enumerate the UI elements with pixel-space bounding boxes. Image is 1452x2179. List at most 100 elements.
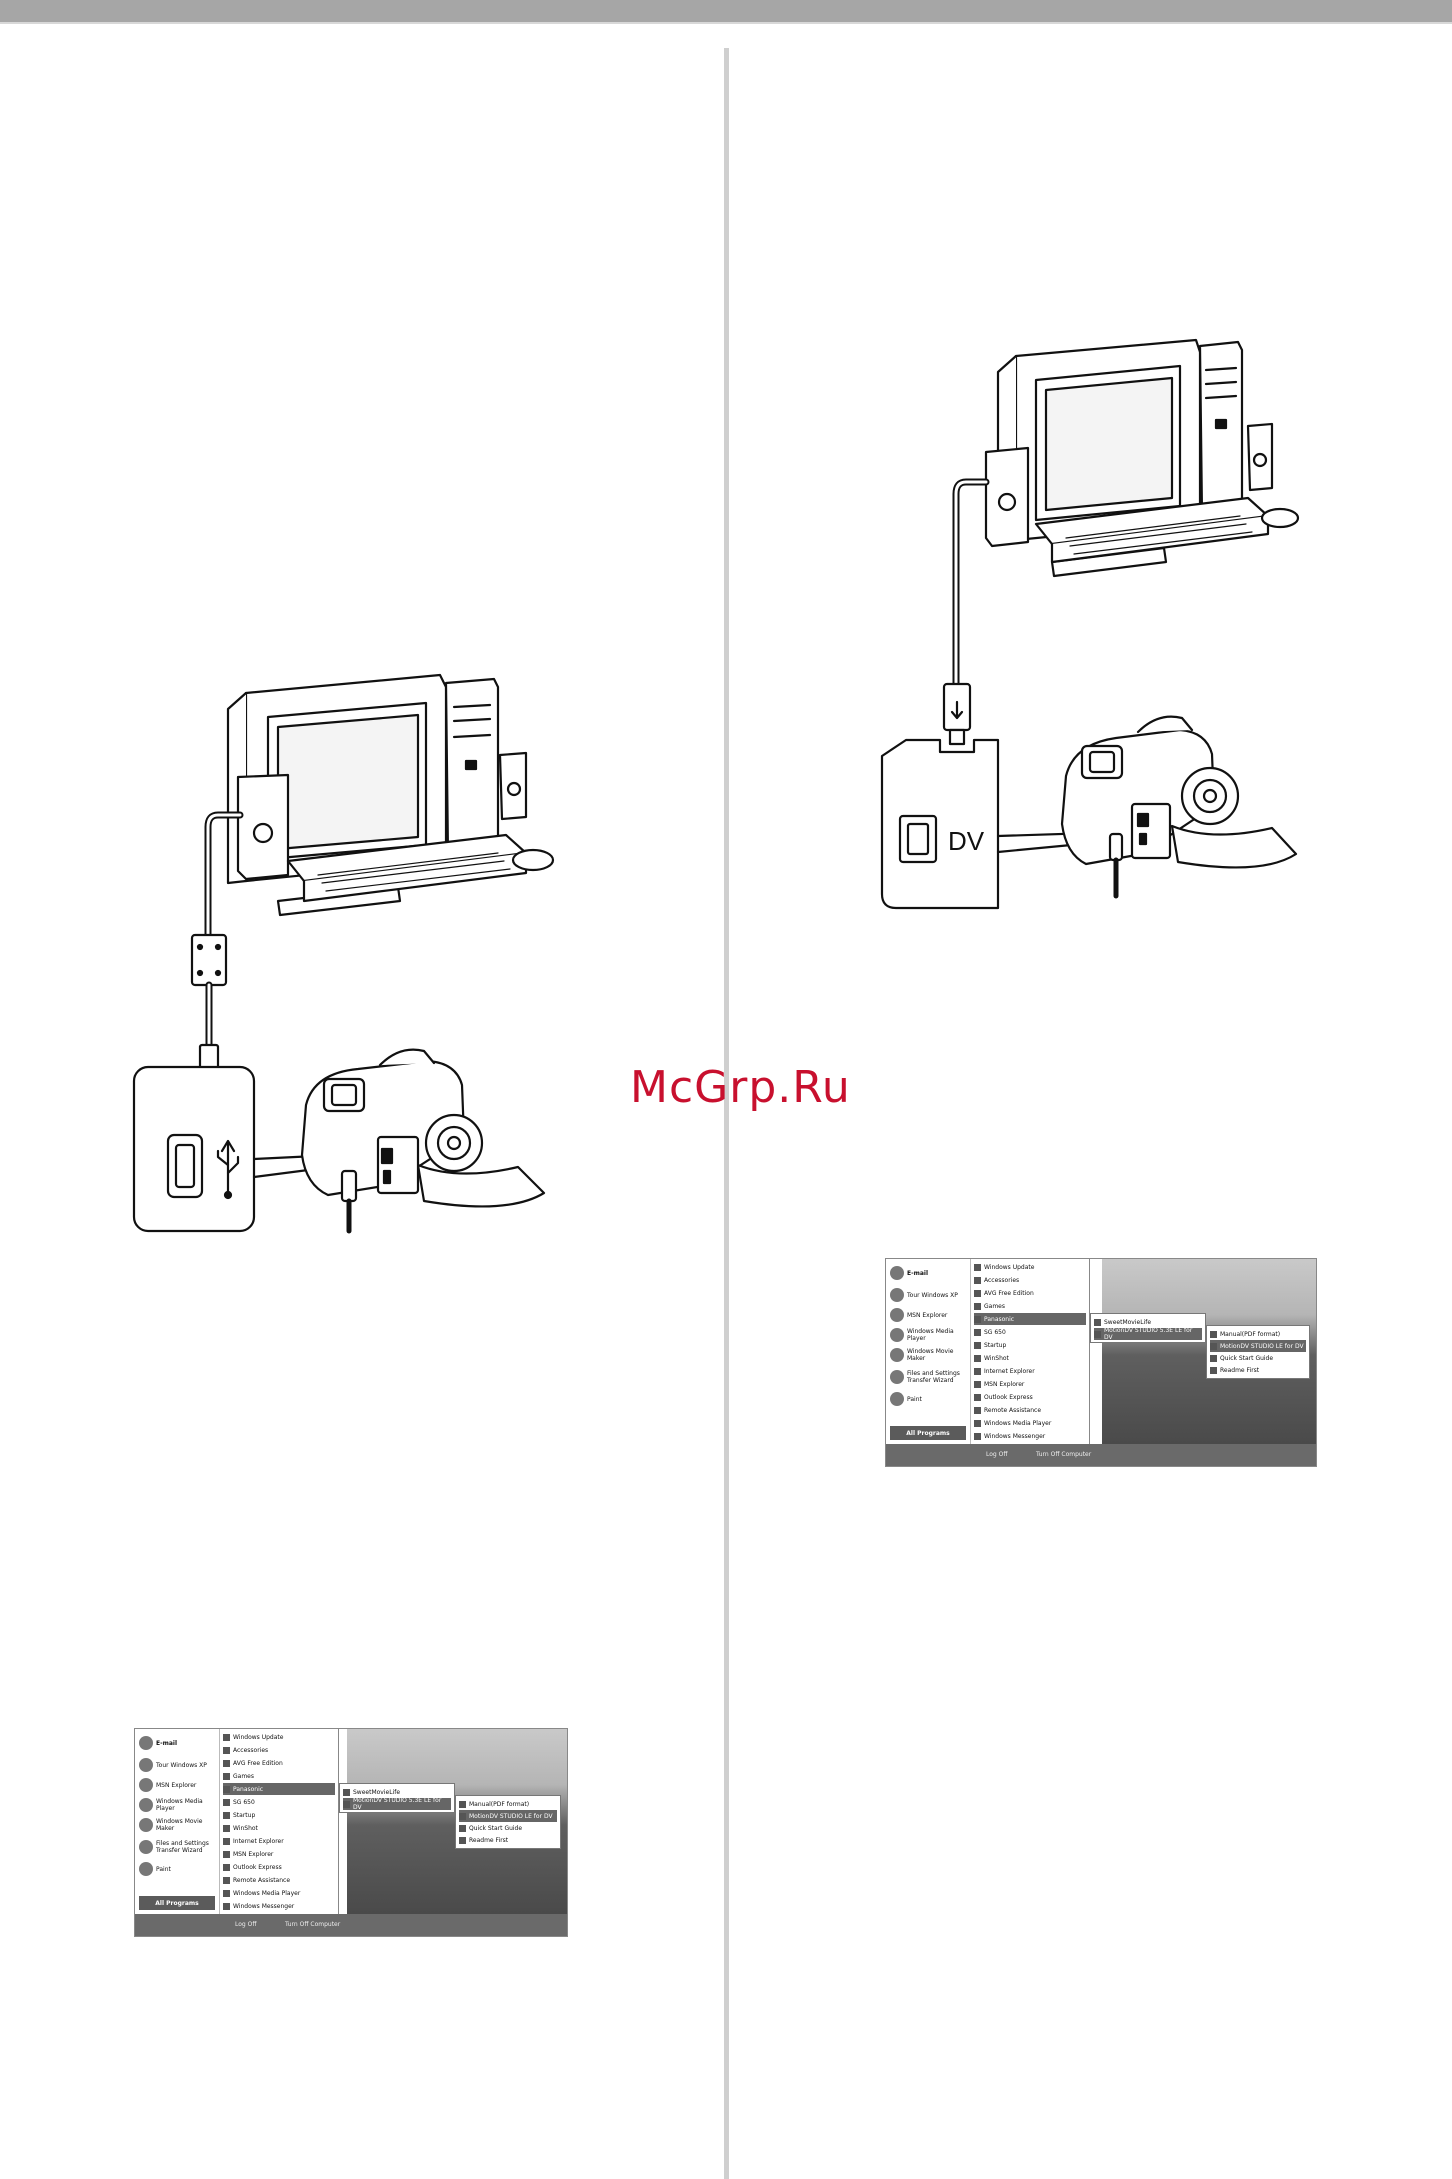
program-winshot[interactable]: WinShot bbox=[223, 1822, 335, 1834]
computer-tower-icon bbox=[444, 677, 500, 857]
program-remote-assistance[interactable]: Remote Assistance bbox=[223, 1874, 335, 1886]
program-avg[interactable]: AVG Free Edition bbox=[974, 1287, 1086, 1299]
submenu-manual[interactable]: Manual(PDF format) bbox=[1210, 1328, 1306, 1340]
program-windows-update[interactable]: Windows Update bbox=[223, 1731, 335, 1743]
folder-icon bbox=[223, 1785, 230, 1793]
program-ie[interactable]: Internet Explorer bbox=[223, 1835, 335, 1847]
column-divider bbox=[724, 48, 729, 2179]
program-startup[interactable]: Startup bbox=[223, 1809, 335, 1821]
messenger-icon bbox=[223, 1902, 230, 1910]
start-item-msn[interactable]: MSN Explorer bbox=[139, 1775, 196, 1795]
start-item-media-player[interactable]: Windows Media Player bbox=[139, 1795, 217, 1815]
all-programs-button[interactable]: All Programs bbox=[139, 1896, 215, 1910]
email-icon bbox=[139, 1736, 153, 1750]
program-windows-update[interactable]: Windows Update bbox=[974, 1261, 1086, 1273]
folder-icon bbox=[974, 1302, 981, 1310]
program-avg[interactable]: AVG Free Edition bbox=[223, 1757, 335, 1769]
program-sg650[interactable]: SG 650 bbox=[974, 1326, 1086, 1338]
folder-icon bbox=[974, 1276, 981, 1284]
start-item-movie-maker[interactable]: Windows Movie Maker bbox=[139, 1815, 217, 1835]
movie-maker-icon bbox=[139, 1818, 153, 1832]
windows-update-icon bbox=[223, 1733, 230, 1741]
program-messenger[interactable]: Windows Messenger bbox=[974, 1430, 1086, 1442]
motiondv-icon bbox=[459, 1812, 466, 1820]
guide-icon bbox=[1210, 1354, 1217, 1362]
folder-icon bbox=[974, 1328, 981, 1336]
start-item-paint[interactable]: Paint bbox=[890, 1389, 922, 1409]
submenu-motiondv-le[interactable]: MotionDV STUDIO LE for DV bbox=[459, 1810, 557, 1822]
folder-icon bbox=[1094, 1330, 1101, 1338]
program-sg650[interactable]: SG 650 bbox=[223, 1796, 335, 1808]
dv-port-label: DV bbox=[948, 826, 985, 856]
turn-off-button[interactable]: Turn Off Computer bbox=[1036, 1451, 1092, 1458]
program-winshot[interactable]: WinShot bbox=[974, 1352, 1086, 1364]
log-off-button[interactable]: Log Off bbox=[235, 1921, 257, 1928]
start-menu-pinned: E-mail Tour Windows XP MSN Explorer Wind… bbox=[886, 1259, 968, 1444]
program-accessories[interactable]: Accessories bbox=[974, 1274, 1086, 1286]
start-item-transfer-wizard[interactable]: Files and Settings Transfer Wizard bbox=[139, 1837, 217, 1857]
submenu-readme[interactable]: Readme First bbox=[459, 1834, 557, 1846]
submenu-readme[interactable]: Readme First bbox=[1210, 1364, 1306, 1376]
wizard-icon bbox=[139, 1840, 153, 1854]
submenu-manual[interactable]: Manual(PDF format) bbox=[459, 1798, 557, 1810]
start-item-email[interactable]: E-mail bbox=[139, 1733, 177, 1753]
start-item-tour[interactable]: Tour Windows XP bbox=[139, 1755, 207, 1775]
program-ie[interactable]: Internet Explorer bbox=[974, 1365, 1086, 1377]
log-off-button[interactable]: Log Off bbox=[986, 1451, 1008, 1458]
program-remote-assistance[interactable]: Remote Assistance bbox=[974, 1404, 1086, 1416]
speaker-icon bbox=[984, 422, 1274, 548]
folder-icon bbox=[1094, 1318, 1101, 1326]
program-outlook[interactable]: Outlook Express bbox=[974, 1391, 1086, 1403]
submenu-quick-start[interactable]: Quick Start Guide bbox=[459, 1822, 557, 1834]
wizard-icon bbox=[890, 1370, 904, 1384]
submenu-motiondv[interactable]: MotionDV STUDIO 5.3E LE for DV bbox=[343, 1797, 451, 1811]
submenu-quick-start[interactable]: Quick Start Guide bbox=[1210, 1352, 1306, 1364]
page-header-line bbox=[0, 22, 1452, 24]
msn-icon bbox=[890, 1308, 904, 1322]
tour-icon bbox=[139, 1758, 153, 1772]
start-menu-footer: Log Off Turn Off Computer bbox=[135, 1914, 567, 1936]
speaker-icon bbox=[236, 751, 528, 881]
tour-icon bbox=[890, 1288, 904, 1302]
start-item-media-player[interactable]: Windows Media Player bbox=[890, 1325, 968, 1345]
media-player-icon bbox=[974, 1419, 981, 1427]
program-msn[interactable]: MSN Explorer bbox=[974, 1378, 1086, 1390]
folder-icon bbox=[223, 1811, 230, 1819]
start-item-tour[interactable]: Tour Windows XP bbox=[890, 1285, 958, 1305]
media-player-icon bbox=[223, 1889, 230, 1897]
program-msn[interactable]: MSN Explorer bbox=[223, 1848, 335, 1860]
internet-explorer-icon bbox=[223, 1837, 230, 1845]
submenu-sweetmovielife[interactable]: SweetMovieLife bbox=[1094, 1316, 1202, 1328]
folder-icon bbox=[223, 1759, 230, 1767]
submenu-motiondv[interactable]: MotionDV STUDIO 5.3E LE for DV bbox=[1094, 1327, 1202, 1341]
program-panasonic[interactable]: Panasonic bbox=[974, 1313, 1086, 1325]
program-media-player[interactable]: Windows Media Player bbox=[223, 1887, 335, 1899]
program-panasonic[interactable]: Panasonic bbox=[223, 1783, 335, 1795]
all-programs-button[interactable]: All Programs bbox=[890, 1426, 966, 1440]
panasonic-submenu: SweetMovieLife MotionDV STUDIO 5.3E LE f… bbox=[339, 1783, 455, 1813]
program-games[interactable]: Games bbox=[974, 1300, 1086, 1312]
folder-icon bbox=[223, 1746, 230, 1754]
dv-port-callout bbox=[880, 738, 1126, 910]
monitor-icon bbox=[996, 338, 1202, 578]
program-accessories[interactable]: Accessories bbox=[223, 1744, 335, 1756]
turn-off-button[interactable]: Turn Off Computer bbox=[285, 1921, 341, 1928]
start-item-movie-maker[interactable]: Windows Movie Maker bbox=[890, 1345, 968, 1365]
msn-icon bbox=[974, 1380, 981, 1388]
start-item-paint[interactable]: Paint bbox=[139, 1859, 171, 1879]
start-item-transfer-wizard[interactable]: Files and Settings Transfer Wizard bbox=[890, 1367, 968, 1387]
folder-icon bbox=[343, 1788, 350, 1796]
start-menu-pinned: E-mail Tour Windows XP MSN Explorer Wind… bbox=[135, 1729, 217, 1914]
start-item-msn[interactable]: MSN Explorer bbox=[890, 1305, 947, 1325]
program-startup[interactable]: Startup bbox=[974, 1339, 1086, 1351]
document-icon bbox=[1210, 1366, 1217, 1374]
start-item-email[interactable]: E-mail bbox=[890, 1263, 928, 1283]
motiondv-icon bbox=[1210, 1342, 1217, 1350]
dv-connection-illustration: DV bbox=[880, 338, 1300, 910]
program-messenger[interactable]: Windows Messenger bbox=[223, 1900, 335, 1912]
submenu-motiondv-le[interactable]: MotionDV STUDIO LE for DV bbox=[1210, 1340, 1306, 1352]
program-games[interactable]: Games bbox=[223, 1770, 335, 1782]
submenu-sweetmovielife[interactable]: SweetMovieLife bbox=[343, 1786, 451, 1798]
program-media-player[interactable]: Windows Media Player bbox=[974, 1417, 1086, 1429]
program-outlook[interactable]: Outlook Express bbox=[223, 1861, 335, 1873]
